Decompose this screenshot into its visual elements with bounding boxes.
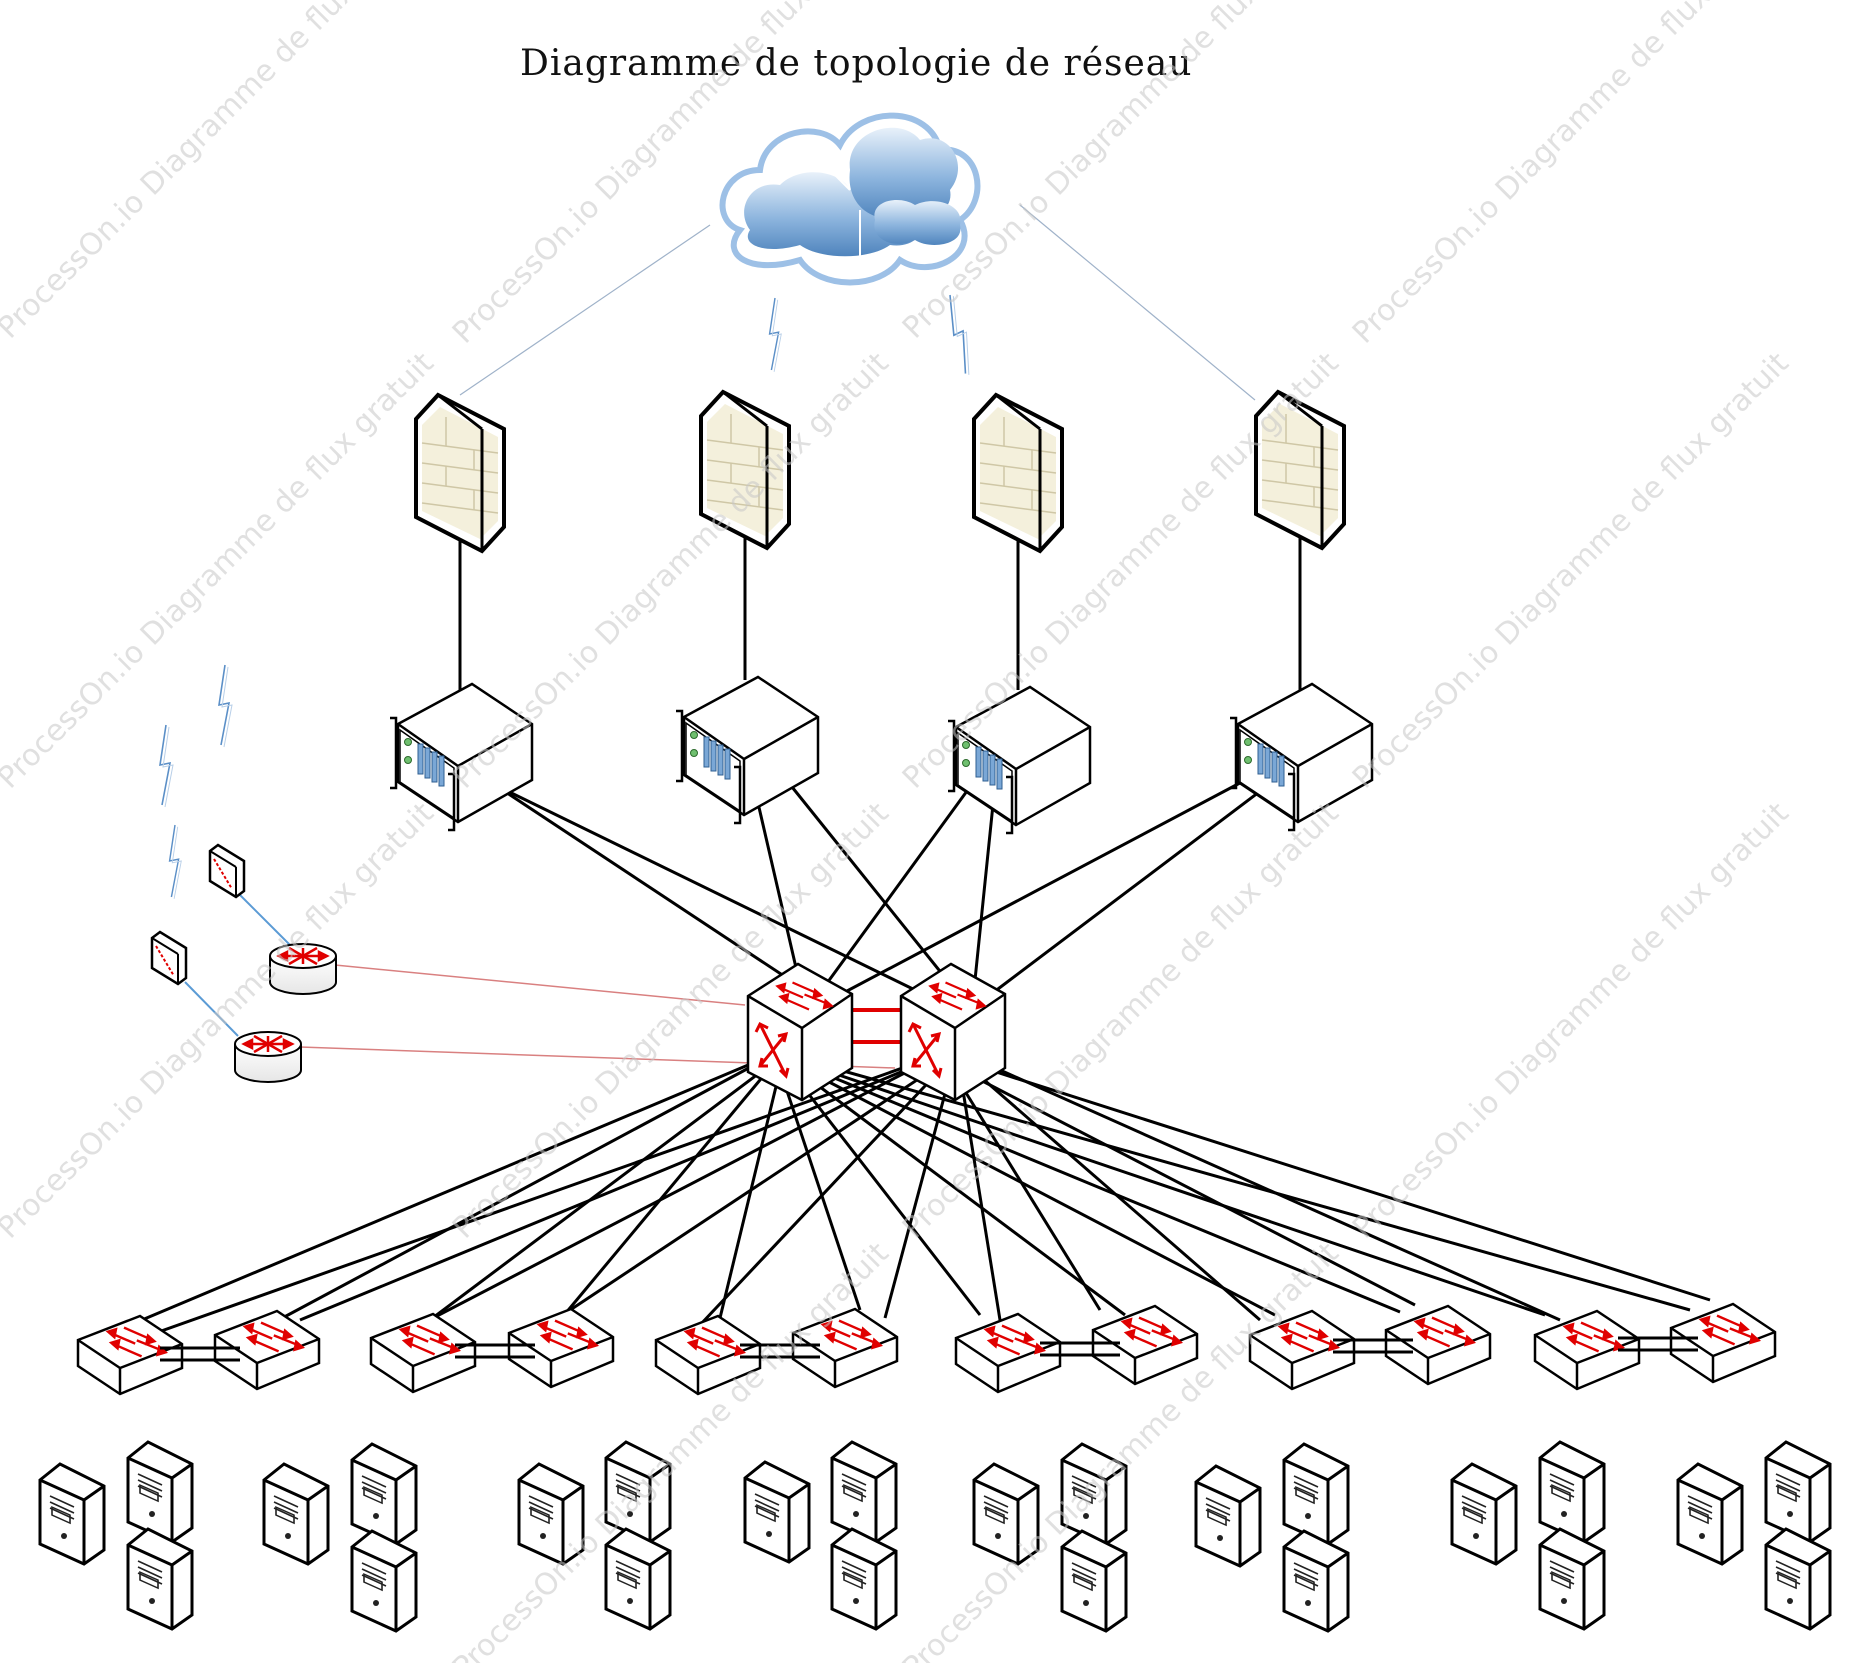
rack-server-icon	[674, 675, 820, 825]
cloud-links	[159, 204, 1256, 900]
watermark-text: ProcessOn.io Diagramme de flux gratuit	[1346, 346, 1796, 796]
access-switch-icon	[1093, 1306, 1197, 1384]
tower-server-icon	[126, 1527, 194, 1631]
lightning-icon	[168, 824, 183, 900]
access-switch-row	[78, 1304, 1775, 1394]
diagram-title: Diagramme de topologie de réseau	[520, 43, 1192, 84]
watermark-text: ProcessOn.io Diagramme de flux gratuit	[1346, 796, 1796, 1246]
watermark-text: ProcessOn.io Diagramme de flux gratuit	[0, 346, 441, 796]
access-switch-icon	[215, 1311, 319, 1389]
tower-server-icon	[1764, 1440, 1832, 1544]
tower-server-icon	[830, 1440, 898, 1544]
firewall-icon	[414, 393, 506, 553]
tower-server-row	[38, 1440, 1832, 1633]
tower-server-icon	[1538, 1527, 1606, 1631]
wireless-ap-icon	[208, 843, 246, 899]
access-switch-icon	[956, 1314, 1060, 1392]
rack-server-icon	[1228, 682, 1374, 832]
server-core-links	[494, 771, 1276, 1002]
wireless-ap-icon	[150, 930, 188, 986]
tower-server-icon	[1450, 1462, 1518, 1566]
lightning-icon	[218, 664, 233, 748]
access-switch-icon	[1386, 1306, 1490, 1384]
tower-server-icon	[1060, 1529, 1128, 1633]
tower-server-icon	[350, 1529, 418, 1633]
tower-server-icon	[350, 1442, 418, 1546]
access-switch-icon	[1671, 1304, 1775, 1382]
access-pair-links	[160, 1336, 1698, 1362]
access-switch-icon	[371, 1314, 475, 1392]
cloud-icon	[719, 112, 981, 286]
tower-server-icon	[1282, 1529, 1350, 1633]
tower-server-icon	[126, 1440, 194, 1544]
lightning-icon	[159, 724, 174, 808]
tower-server-icon	[1282, 1442, 1350, 1546]
firewall-icon	[972, 393, 1064, 553]
lightning-icon	[768, 297, 783, 373]
watermark-text: ProcessOn.io Diagramme de flux gratuit	[0, 0, 441, 346]
tower-server-icon	[1538, 1440, 1606, 1544]
tower-server-icon	[1764, 1527, 1832, 1631]
core-access-links	[129, 1058, 1711, 1337]
access-switch-icon	[509, 1309, 613, 1387]
watermark-text: ProcessOn.io Diagramme de flux gratuit	[446, 346, 896, 796]
core-switch-icon	[901, 964, 1005, 1100]
tower-server-icon	[604, 1527, 672, 1631]
tower-server-icon	[262, 1462, 330, 1566]
tower-server-icon	[830, 1527, 898, 1631]
tower-server-icon	[38, 1462, 106, 1566]
router-icon	[233, 1030, 303, 1084]
tower-server-icon	[1194, 1464, 1262, 1568]
ap-router-links	[184, 894, 291, 1037]
tower-server-icon	[743, 1460, 811, 1564]
tower-server-icon	[1676, 1462, 1744, 1566]
watermark-text: ProcessOn.io Diagramme de flux gratuit	[1346, 0, 1796, 351]
